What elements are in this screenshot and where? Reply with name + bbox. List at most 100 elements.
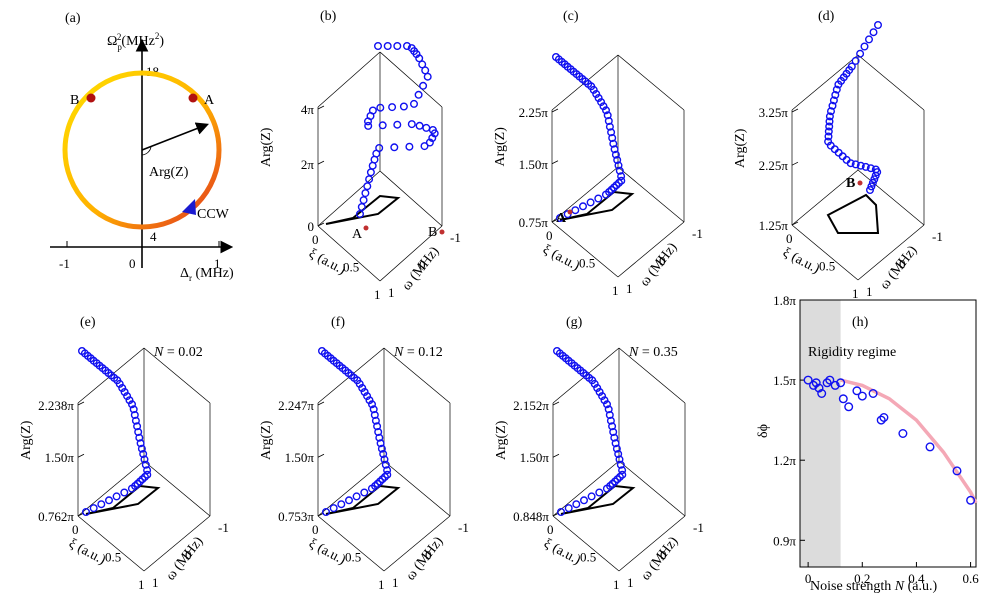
xi-tick-label: 0 — [72, 522, 79, 537]
trajectory-marker — [366, 168, 375, 177]
h-x-tick-label: 0.2 — [854, 571, 870, 586]
xi-tick-label: 0.5 — [105, 550, 121, 565]
trajectory-marker — [403, 42, 412, 51]
trajectory-marker — [407, 120, 416, 129]
trajectory-marker — [824, 137, 833, 146]
omega-tick-label: 1 — [627, 575, 634, 590]
trajectory-marker — [374, 42, 383, 51]
trajectory-marker — [829, 96, 838, 105]
h-x-tick-label: 0.4 — [908, 571, 925, 586]
trajectory-marker — [376, 103, 385, 112]
h-x-label-unit: (a.u.) — [904, 579, 937, 594]
trajectory-marker — [131, 416, 140, 425]
box-edge — [143, 460, 211, 517]
a-y-label-unit: (MHz — [121, 34, 154, 49]
trajectory-marker — [611, 477, 620, 486]
a-y-label-close: ) — [159, 34, 164, 49]
a-ccw-label: CCW — [197, 207, 230, 222]
xi-tick-label: 0 — [547, 522, 554, 537]
trajectory-marker — [595, 488, 604, 497]
noise-label: N = 0.02 — [153, 345, 203, 360]
h-data-point — [966, 495, 976, 505]
xi-tick-label: 0.5 — [819, 259, 835, 274]
h-y-tick-label: 1.8π — [773, 293, 796, 308]
trajectory-marker — [847, 62, 856, 71]
h-y-tick-label: 0.9π — [773, 533, 796, 548]
h-x-label-prefix: Noise strength — [810, 579, 895, 594]
z-tick-label: 2.25π — [759, 158, 789, 173]
h-fit-curve — [840, 378, 978, 504]
xi-axis-label: ξ (a.u.) — [780, 245, 822, 277]
z-tick-label: 1.50π — [520, 450, 550, 465]
trajectory-marker — [352, 492, 361, 501]
xi-tick-label: 1 — [378, 577, 385, 592]
trajectory-marker — [617, 176, 626, 185]
trajectory-marker — [832, 85, 841, 94]
trajectory-marker — [580, 496, 589, 505]
a-tick-neg1: -1 — [59, 256, 70, 271]
trajectory-marker — [592, 89, 601, 98]
z-tick-label: 2π — [301, 157, 315, 172]
box-edge — [317, 225, 381, 282]
trajectory-marker — [868, 178, 877, 187]
box-edge — [791, 169, 859, 226]
projection-loop — [560, 484, 636, 515]
trajectory-marker — [610, 145, 619, 154]
trajectory-marker — [856, 161, 865, 170]
trajectory-marker — [420, 142, 429, 151]
noise-symbol: N — [153, 345, 164, 360]
projection-loop — [85, 484, 161, 515]
trajectory-marker — [614, 161, 623, 170]
xi-axis-label: ξ (a.u.) — [306, 246, 348, 278]
trajectory-marker — [611, 150, 620, 159]
h-regime-label: Rigidity regime — [808, 345, 896, 360]
h-data-point — [857, 391, 867, 401]
trajectory-marker — [358, 384, 367, 393]
trajectory-marker — [104, 496, 113, 505]
xi-tick-label: 0.5 — [579, 256, 595, 271]
trajectory-marker — [421, 66, 430, 75]
z-tick-label: 2.247π — [278, 398, 314, 413]
omega-tick-label: 1 — [392, 575, 399, 590]
xi-tick-label: 0.5 — [580, 550, 596, 565]
trajectory-marker — [609, 428, 618, 437]
trajectory-marker — [374, 428, 383, 437]
h-x-label: Noise strength N (a.u.) — [810, 579, 937, 594]
omega-tick-label: 0 — [419, 258, 426, 273]
box-edge — [791, 224, 859, 281]
z-tick-label: 4π — [301, 102, 315, 117]
a-arg-label: Arg(Z) — [149, 165, 189, 180]
a-y-label-symbol: Ω — [107, 34, 117, 49]
trajectory-marker — [587, 492, 596, 501]
trajectory-marker — [604, 116, 613, 125]
noise-label: N = 0.12 — [393, 345, 443, 360]
box-edge — [77, 460, 145, 517]
a-arg-arrow — [141, 122, 209, 151]
h-data-point — [814, 383, 824, 393]
z-tick-label: 1.50π — [519, 157, 549, 172]
trajectory-marker — [866, 164, 875, 173]
marker-a-point — [363, 225, 369, 231]
trajectory-marker — [414, 90, 423, 99]
trajectory-marker — [356, 209, 365, 218]
h-data-point — [879, 413, 889, 423]
trajectory-marker — [851, 160, 860, 169]
trajectory-marker — [595, 388, 604, 397]
trajectory-marker — [375, 143, 384, 152]
a-y-label-unit-sup: 2 — [155, 31, 160, 41]
panel-f-label: (f) — [331, 315, 345, 330]
z-tick-label: 0.75π — [519, 215, 549, 230]
trajectory-marker — [606, 482, 615, 491]
z-tick-label: 0.762π — [38, 509, 74, 524]
trajectory-marker — [602, 106, 611, 115]
box-edge — [143, 515, 211, 572]
z-tick-label: 0.848π — [513, 509, 549, 524]
h-data-point — [825, 375, 835, 385]
box-edge — [617, 54, 685, 111]
trajectory-marker — [556, 213, 565, 222]
h-data-point — [838, 394, 848, 404]
h-y-tick-label: 1.2π — [773, 453, 796, 468]
